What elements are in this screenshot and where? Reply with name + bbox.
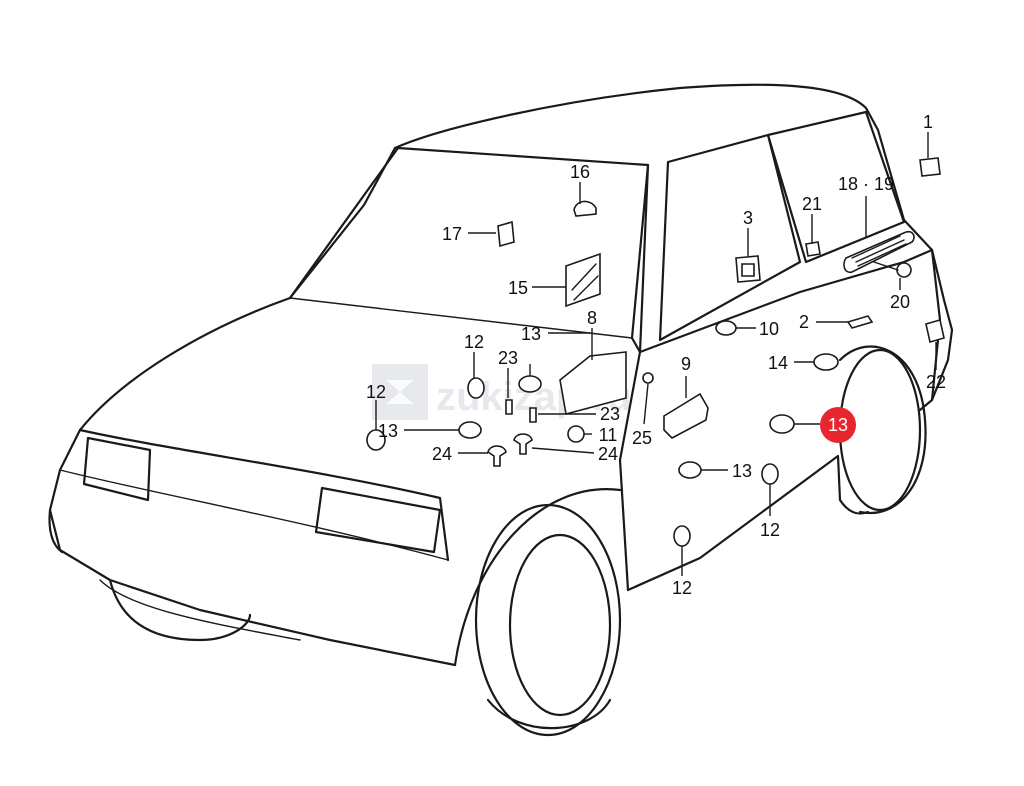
callout-label-25: 25 [632, 428, 652, 448]
part-bracket-9 [663, 392, 709, 439]
part-grommet-10 [715, 320, 737, 336]
callout-label-11: 11 [599, 425, 618, 445]
part-mirror-8 [559, 351, 627, 415]
vehicle-outline [48, 83, 954, 737]
callout-label-12: 12 [464, 332, 484, 352]
part-plug-12-b [673, 525, 691, 547]
callout-label-23: 23 [498, 348, 518, 368]
callout-label-10: 10 [759, 319, 779, 339]
part-screw-20 [873, 261, 912, 278]
part-clip-24-a [487, 445, 507, 467]
highlighted-callout[interactable]: 13 [820, 407, 856, 443]
callout-label-13: 13 [521, 324, 541, 344]
leader-lines [375, 132, 937, 576]
part-screw-23-a [505, 399, 513, 415]
part-clip-21 [805, 241, 821, 257]
callout-label-13: 13 [732, 461, 752, 481]
callout-label-24: 24 [432, 444, 452, 464]
part-cap-16 [573, 200, 597, 217]
callout-label-21: 21 [802, 194, 822, 214]
part-bracket-3 [735, 255, 761, 283]
part-plate-1 [919, 157, 941, 177]
part-vent-grille [843, 230, 915, 274]
part-emblem-2 [846, 315, 874, 329]
callout-label-1: 1 [923, 112, 933, 132]
part-grommet-13-b [678, 461, 702, 479]
callout-label-8: 8 [587, 308, 597, 328]
part-clip-24-b [513, 433, 533, 455]
parts [366, 157, 945, 547]
callout-label-16: 16 [570, 162, 590, 182]
callout-label-24: 24 [598, 444, 618, 464]
part-pin-25 [642, 372, 654, 384]
part-screw-23-b [529, 407, 537, 423]
part-grommet-13-a [769, 414, 795, 434]
callout-label-9: 9 [681, 354, 691, 374]
part-clip-22 [925, 318, 945, 344]
callout-label-3: 3 [743, 208, 753, 228]
callout-labels: 1 18 · 19 21 3 20 2 22 16 17 15 13 8 10 … [366, 112, 946, 598]
part-plug-12-c [467, 377, 485, 399]
callout-label-22: 22 [926, 372, 946, 392]
callout-label-12: 12 [672, 578, 692, 598]
callout-label-20: 20 [890, 292, 910, 312]
part-plug-12-a [761, 463, 779, 485]
callout-label-15: 15 [508, 278, 528, 298]
callout-label-12: 12 [366, 382, 386, 402]
callout-label-2: 2 [799, 312, 809, 332]
highlight-label[interactable]: 13 [828, 415, 848, 435]
callout-label-23: 23 [600, 404, 620, 424]
callout-label-12: 12 [760, 520, 780, 540]
part-clip-17 [497, 220, 515, 248]
callout-label-17: 17 [442, 224, 462, 244]
part-grommet-13-d [458, 421, 482, 439]
part-pad-15 [565, 252, 601, 308]
callout-label-13: 13 [378, 421, 398, 441]
part-nut-11 [567, 425, 585, 443]
callout-label-14: 14 [768, 353, 788, 373]
highlight-marker[interactable] [820, 407, 856, 443]
part-grommet-13-c [518, 375, 542, 393]
part-grommet-14 [813, 353, 839, 371]
callout-label-18-19: 18 · 19 [838, 174, 894, 194]
